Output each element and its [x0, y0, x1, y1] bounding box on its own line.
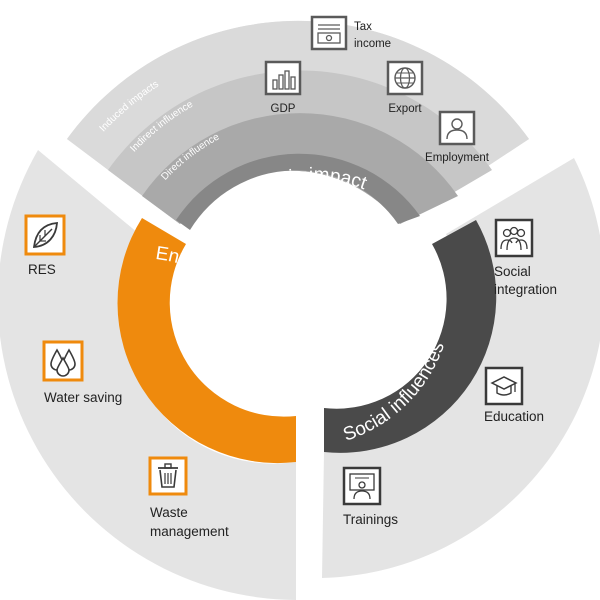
bar-chart-icon [264, 60, 302, 96]
social-integration-label-line1: Social [494, 264, 531, 279]
globe-icon [386, 60, 424, 96]
waste-management-label-line1: Waste [150, 505, 188, 520]
tax-income-label-line2: income [354, 38, 391, 50]
waste-management-label-line2: management [150, 524, 229, 539]
education-label: Education [484, 409, 544, 424]
presenter-icon [342, 466, 382, 506]
tax-income-label-line1: Tax [354, 21, 372, 33]
person-icon [438, 110, 476, 146]
social-influences-ring [324, 220, 497, 453]
social-integration-label-line2: integration [494, 282, 557, 297]
gdp-label: GDP [271, 103, 296, 115]
res-label: RES [28, 262, 56, 277]
environmental-impacts-ring [117, 218, 296, 464]
economic-impact-ring [176, 153, 420, 230]
graduation-cap-icon [484, 366, 524, 406]
banknote-icon [310, 15, 348, 51]
group-icon [494, 218, 534, 258]
environmental-sector [0, 150, 296, 600]
export-label: Export [388, 103, 422, 115]
trash-bin-icon [148, 456, 188, 496]
employment-label: Employment [425, 152, 490, 164]
water-drops-icon [42, 340, 84, 382]
leaf-icon [24, 214, 66, 256]
trainings-label: Trainings [343, 512, 398, 527]
water-saving-label: Water saving [44, 390, 122, 405]
